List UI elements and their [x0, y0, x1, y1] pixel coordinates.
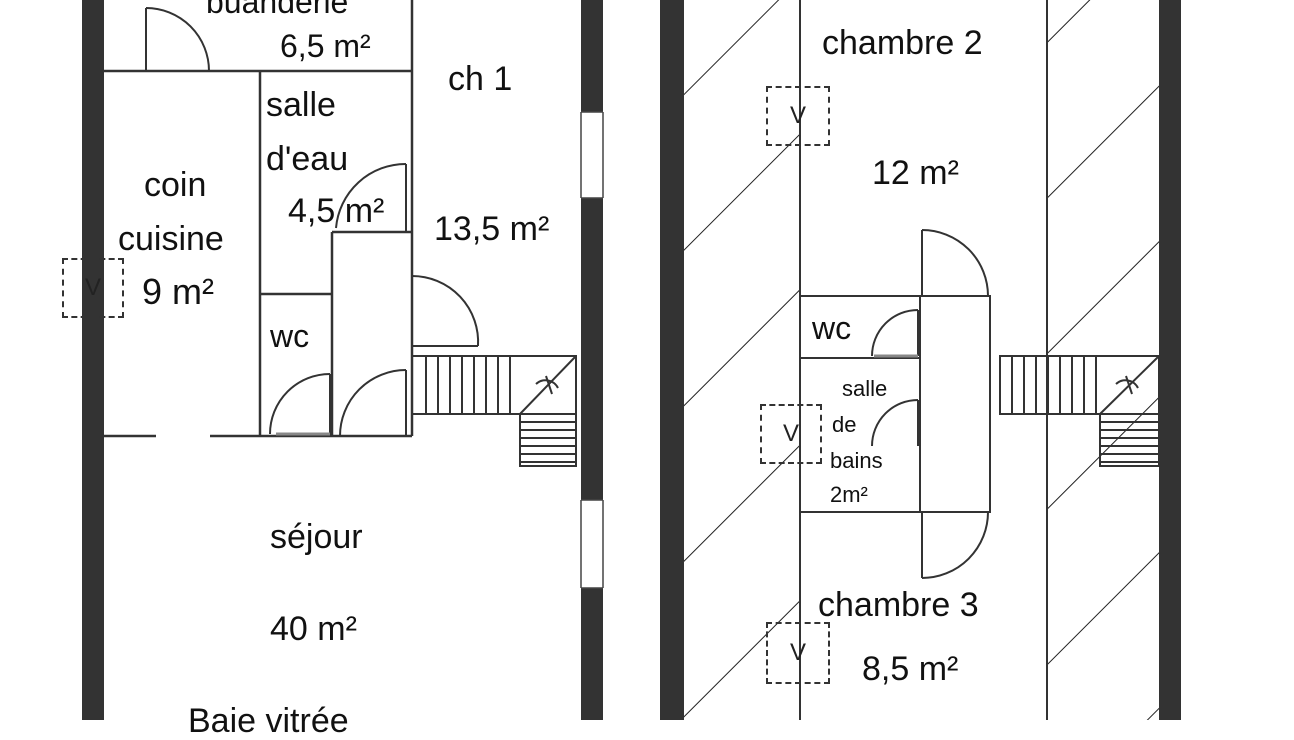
door-chambre2 — [921, 229, 989, 297]
room-area-salle-eau: 4,5 m² — [288, 192, 385, 230]
left-hatched-zone — [684, 0, 800, 720]
note-baie-vitree: Baie vitrée — [188, 702, 349, 740]
door-wc — [269, 373, 331, 436]
right-exterior-wall-west — [660, 0, 684, 720]
left-level-walls — [82, 0, 604, 720]
vent-marker-chambre2: V — [766, 86, 830, 146]
room-label-sdb-line3: bains — [830, 448, 883, 473]
vent-marker-cuisine: V — [62, 258, 124, 318]
floor-plan-drawing — [82, 0, 1181, 720]
right-exterior-wall-east — [1159, 0, 1181, 720]
right-level-walls — [660, 0, 1181, 720]
left-staircase — [411, 355, 577, 467]
corridor-block — [919, 295, 991, 513]
left-exterior-wall-west — [82, 0, 104, 720]
left-exterior-wall-east-top — [581, 0, 603, 112]
left-window-lower — [580, 499, 604, 589]
room-area-chambre3: 8,5 m² — [862, 650, 959, 688]
room-label-salle-eau-line2: d'eau — [266, 140, 349, 178]
room-area-cuisine: 9 m² — [142, 271, 214, 312]
room-area-ch1: 13,5 m² — [434, 210, 550, 248]
room-label-sejour: séjour — [270, 518, 363, 556]
left-exterior-wall-east-bottom — [581, 588, 603, 720]
room-label-wc-right: wc — [812, 310, 852, 346]
left-window-upper — [580, 111, 604, 199]
door-cupboard — [339, 369, 407, 437]
room-area-sejour: 40 m² — [270, 610, 357, 648]
room-area-chambre2: 12 m² — [872, 154, 959, 192]
room-label-cuisine-line2: cuisine — [118, 220, 224, 258]
left-exterior-wall-east-mid — [581, 198, 603, 500]
vent-marker-salle-bains: V — [760, 404, 822, 464]
room-label-sdb-line2: de — [832, 412, 857, 437]
room-label-salle-eau-line1: salle — [266, 86, 336, 124]
room-label-wc-left: wc — [270, 318, 310, 354]
room-label-ch1: ch 1 — [448, 60, 513, 98]
room-area-buanderie: 6,5 m² — [280, 28, 371, 64]
door-chambre3 — [921, 511, 989, 579]
right-hatched-zone — [1047, 0, 1159, 720]
room-label-sdb-line1: salle — [842, 376, 888, 401]
room-label-buanderie: buanderie — [206, 0, 349, 20]
door-ch1 — [411, 274, 480, 347]
room-label-cuisine-line1: coin — [144, 166, 207, 204]
door-salle-eau — [335, 162, 407, 232]
room-label-chambre3: chambre 3 — [818, 586, 979, 624]
vent-marker-chambre3: V — [766, 622, 830, 684]
door-buanderie — [145, 7, 210, 72]
room-area-sdb: 2m² — [830, 482, 868, 507]
door-salle-bains — [871, 399, 919, 447]
door-wc-right — [871, 309, 919, 358]
right-staircase — [999, 355, 1160, 467]
room-label-chambre2: chambre 2 — [822, 24, 983, 62]
